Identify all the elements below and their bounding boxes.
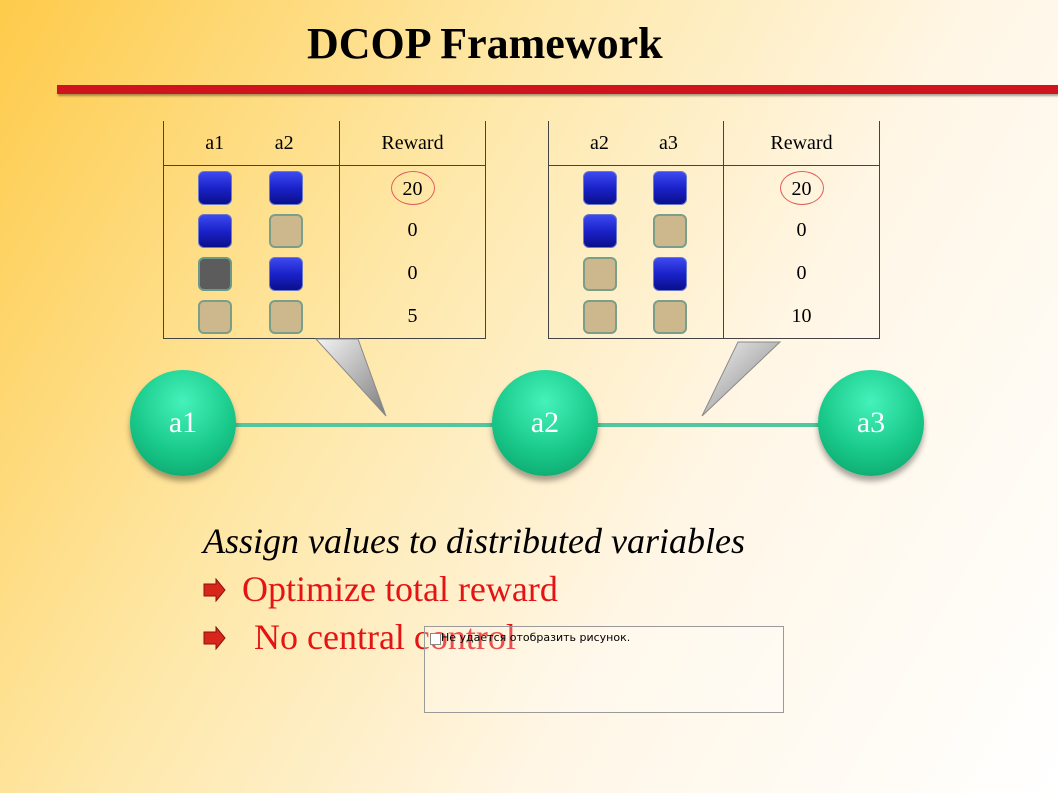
table-row: 5 [163,295,486,339]
edge-a2-a3 [596,423,822,427]
placeholder-message: Не удается отобразить рисунок. [441,631,631,644]
reward-value: 0 [407,219,418,241]
reward-cell: 0 [339,209,486,252]
reward-cell: 0 [339,252,486,295]
table-row: 20 [548,165,880,209]
table-row: 20 [163,165,486,209]
value-square-blue [268,170,303,205]
reward-value: 0 [796,219,807,241]
header-var-1: a2 [590,131,609,154]
value-square-tan [583,299,617,334]
reward-cell: 10 [723,295,880,339]
value-square-blue [653,170,687,205]
reward-value: 0 [796,262,807,284]
assignment-cell [548,295,724,339]
body-heading: Assign values to distributed variables [203,521,745,561]
value-square-tan [583,256,617,291]
value-square-tan [653,299,687,334]
broken-image-icon [430,633,441,645]
node-a2: a2 [492,370,598,476]
assignment-cell [163,165,340,209]
assignment-cell [548,165,724,209]
title-underline [57,85,1058,94]
table-row: 10 [548,295,880,339]
value-square-tan [653,213,687,248]
table-row: 0 [548,209,880,252]
table-row: 0 [163,209,486,252]
slide-title: DCOP Framework [307,19,663,68]
callout-pointer-left [314,338,387,417]
table-row: 0 [163,252,486,295]
arrow-bullet-icon [203,626,226,650]
reward-value: 10 [791,305,812,327]
header-var-2: a3 [659,131,678,154]
value-square-gray [198,256,233,291]
value-square-blue [583,213,617,248]
reward-cell: 0 [723,209,880,252]
header-reward: Reward [723,121,880,166]
assignment-cell [548,252,724,295]
value-square-blue [268,256,303,291]
assignment-cell [163,252,340,295]
table-row: 0 [548,252,880,295]
bullet-optimize: Optimize total reward [242,569,558,609]
arrow-bullet-icon [203,578,226,602]
reward-value: 20 [779,170,824,205]
reward-value: 20 [390,170,435,205]
header-var-2: a2 [274,131,294,154]
reward-cell: 20 [339,165,486,209]
edge-a1-a2 [235,423,500,427]
value-square-blue [583,170,617,205]
header-reward: Reward [339,121,486,166]
bullet-no-central: No central control [254,617,516,657]
reward-table-a1-a2: a1 a2 Reward 20 0 0 5 [163,121,486,339]
header-var-1: a1 [205,131,225,154]
reward-cell: 0 [723,252,880,295]
value-square-tan [268,299,303,334]
value-square-blue [653,256,687,291]
reward-cell: 20 [723,165,880,209]
reward-value: 0 [407,262,418,284]
callout-pointer-right [701,341,782,417]
image-placeholder: Не удается отобразить рисунок. [424,626,784,713]
assignment-cell [548,209,724,252]
value-square-tan [198,299,233,334]
value-square-tan [268,213,303,248]
value-square-blue [198,170,233,205]
reward-cell: 5 [339,295,486,339]
reward-table-a2-a3: a2 a3 Reward 20 0 0 10 [548,121,880,339]
table-header-vars: a2 a3 [548,121,724,166]
node-a1: a1 [130,370,236,476]
table-header-vars: a1 a2 [163,121,340,166]
value-square-blue [198,213,233,248]
reward-value: 5 [407,305,418,327]
assignment-cell [163,209,340,252]
assignment-cell [163,295,340,339]
node-a3: a3 [818,370,924,476]
